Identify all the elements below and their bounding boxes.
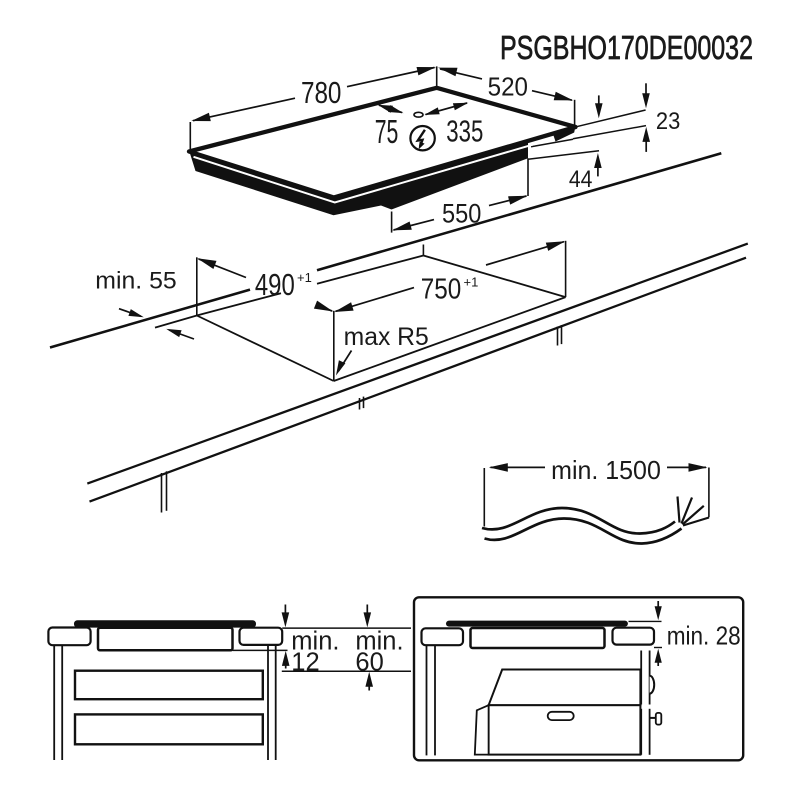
svg-text:750: 750 — [421, 274, 462, 306]
svg-text:44: 44 — [569, 166, 593, 193]
svg-text:min.: min. — [355, 627, 403, 655]
svg-text:max R5: max R5 — [344, 323, 429, 351]
svg-text:335: 335 — [446, 116, 483, 149]
svg-text:+1: +1 — [464, 275, 479, 290]
svg-text:60: 60 — [355, 649, 383, 677]
svg-text:min. 28: min. 28 — [667, 620, 741, 650]
svg-text:PSGBHO170DE00032: PSGBHO170DE00032 — [500, 30, 753, 67]
svg-text:+1: +1 — [297, 270, 312, 285]
svg-text:490: 490 — [255, 269, 295, 302]
svg-text:520: 520 — [488, 72, 528, 102]
svg-text:780: 780 — [301, 75, 342, 110]
svg-text:12: 12 — [291, 649, 319, 677]
svg-text:min. 1500: min. 1500 — [551, 455, 661, 485]
svg-text:23: 23 — [656, 108, 680, 135]
svg-text:75: 75 — [375, 114, 399, 151]
svg-text:min.: min. — [291, 627, 339, 655]
svg-text:min. 55: min. 55 — [95, 268, 176, 295]
